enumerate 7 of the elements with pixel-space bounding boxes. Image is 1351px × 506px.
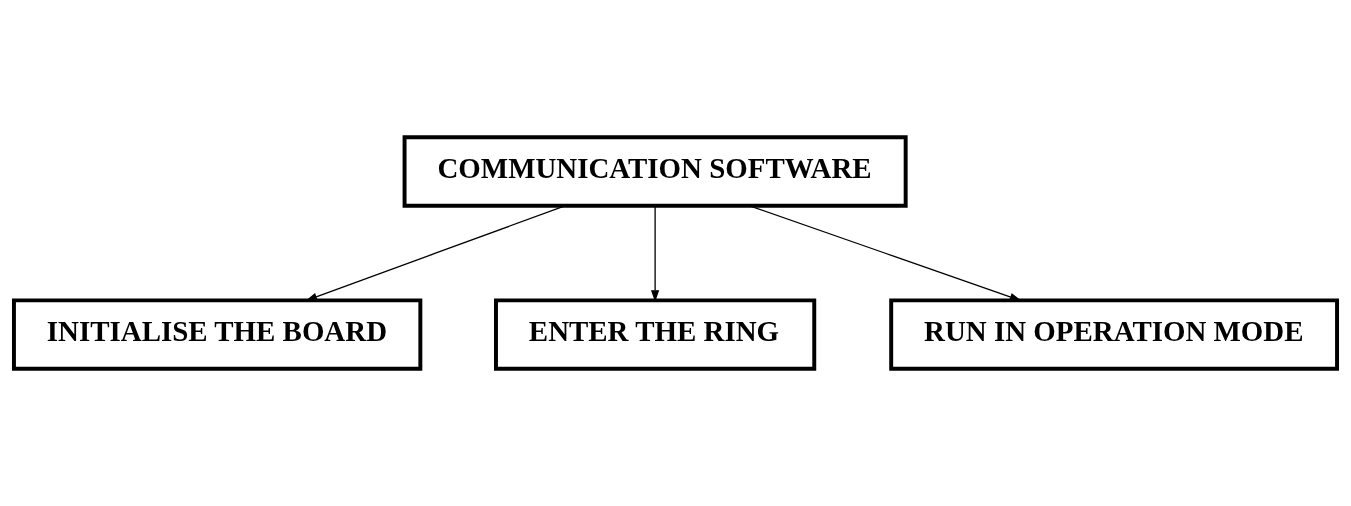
node-box: ENTER THE RING bbox=[494, 298, 817, 371]
arrow bbox=[650, 205, 660, 302]
arrow bbox=[305, 205, 566, 301]
arrow bbox=[749, 205, 1022, 301]
node-box: INITIALISE THE BOARD bbox=[11, 298, 423, 371]
node-box: COMMUNICATION SOFTWARE bbox=[402, 135, 908, 208]
node-box: RUN IN OPERATION MODE bbox=[889, 298, 1340, 371]
